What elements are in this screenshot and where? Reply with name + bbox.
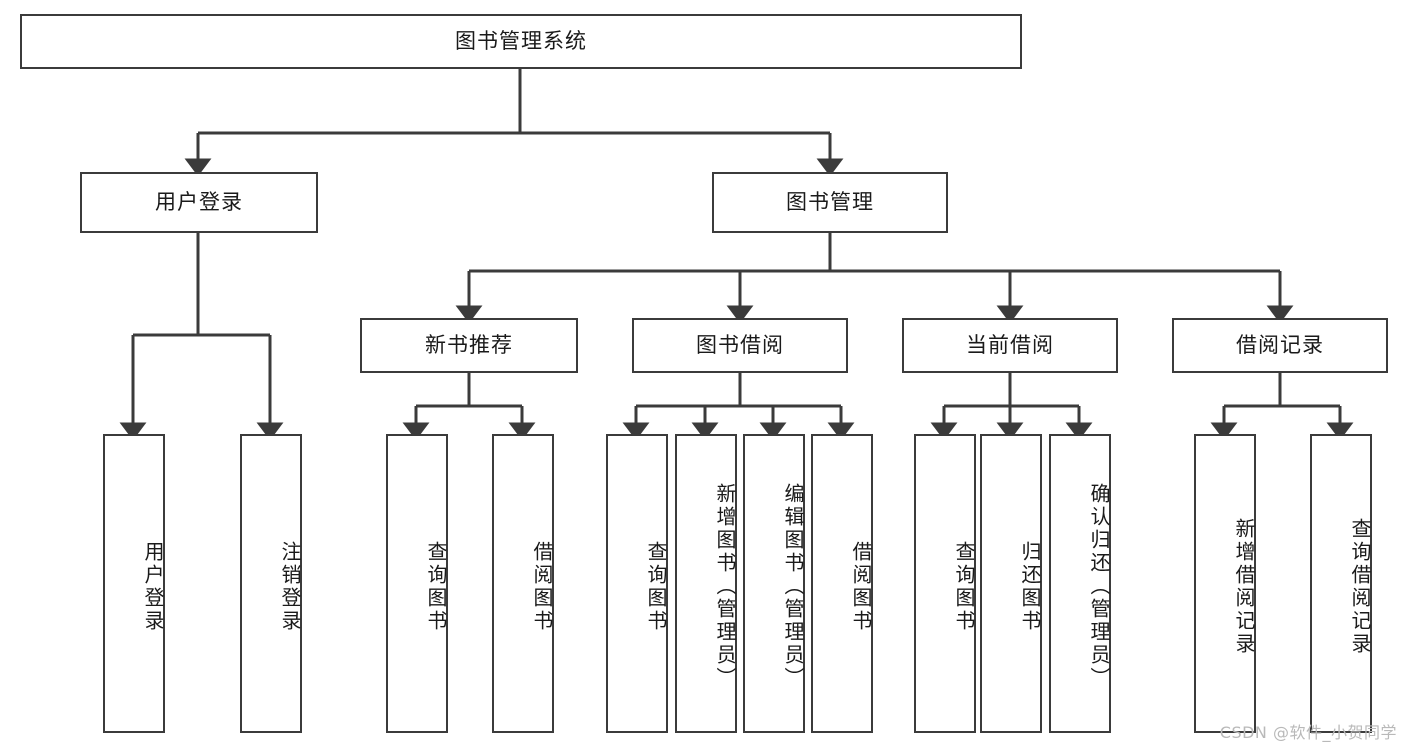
node-leaf-borrow-book-recommend[interactable]: 借阅图书 <box>492 434 554 733</box>
node-borrow-record[interactable]: 借阅记录 <box>1172 318 1388 373</box>
node-leaf-edit-book-admin[interactable]: 编辑图书（管理员） <box>743 434 805 733</box>
node-current-borrow[interactable]: 当前借阅 <box>902 318 1118 373</box>
node-label: 归还图书 <box>1018 540 1042 633</box>
node-label: 查询图书 <box>952 540 976 633</box>
node-label: 用户登录 <box>141 540 165 633</box>
node-label: 新增图书（管理员） <box>713 483 737 690</box>
node-user-login[interactable]: 用户登录 <box>80 172 318 233</box>
node-label: 当前借阅 <box>966 332 1054 357</box>
node-root-book-management-system[interactable]: 图书管理系统 <box>20 14 1022 69</box>
node-leaf-query-book-current[interactable]: 查询图书 <box>914 434 976 733</box>
node-leaf-query-book-borrow[interactable]: 查询图书 <box>606 434 668 733</box>
node-leaf-query-book-recommend[interactable]: 查询图书 <box>386 434 448 733</box>
node-label: 图书管理系统 <box>455 28 587 53</box>
node-leaf-logout-login[interactable]: 注销登录 <box>240 434 302 733</box>
node-label: 新增借阅记录 <box>1232 517 1256 656</box>
node-label: 用户登录 <box>155 189 243 214</box>
node-label: 注销登录 <box>278 540 302 633</box>
node-leaf-borrow-book[interactable]: 借阅图书 <box>811 434 873 733</box>
node-label: 借阅记录 <box>1236 332 1324 357</box>
node-book-borrow[interactable]: 图书借阅 <box>632 318 848 373</box>
node-leaf-add-borrow-record[interactable]: 新增借阅记录 <box>1194 434 1256 733</box>
node-label: 借阅图书 <box>849 540 873 633</box>
node-label: 图书管理 <box>786 189 874 214</box>
node-label: 查询借阅记录 <box>1348 517 1372 656</box>
node-leaf-add-book-admin[interactable]: 新增图书（管理员） <box>675 434 737 733</box>
node-new-book-recommend[interactable]: 新书推荐 <box>360 318 578 373</box>
node-label: 查询图书 <box>644 540 668 633</box>
node-leaf-user-login[interactable]: 用户登录 <box>103 434 165 733</box>
node-leaf-query-borrow-record[interactable]: 查询借阅记录 <box>1310 434 1372 733</box>
node-label: 确认归还（管理员） <box>1087 483 1111 690</box>
node-leaf-return-book[interactable]: 归还图书 <box>980 434 1042 733</box>
node-book-management[interactable]: 图书管理 <box>712 172 948 233</box>
csdn-watermark: CSDN @软件_小贺同学 <box>1219 723 1397 742</box>
node-label: 图书借阅 <box>696 332 784 357</box>
node-label: 编辑图书（管理员） <box>781 483 805 690</box>
node-leaf-confirm-return-admin[interactable]: 确认归还（管理员） <box>1049 434 1111 733</box>
node-label: 新书推荐 <box>425 332 513 357</box>
node-label: 借阅图书 <box>530 540 554 633</box>
node-label: 查询图书 <box>424 540 448 633</box>
